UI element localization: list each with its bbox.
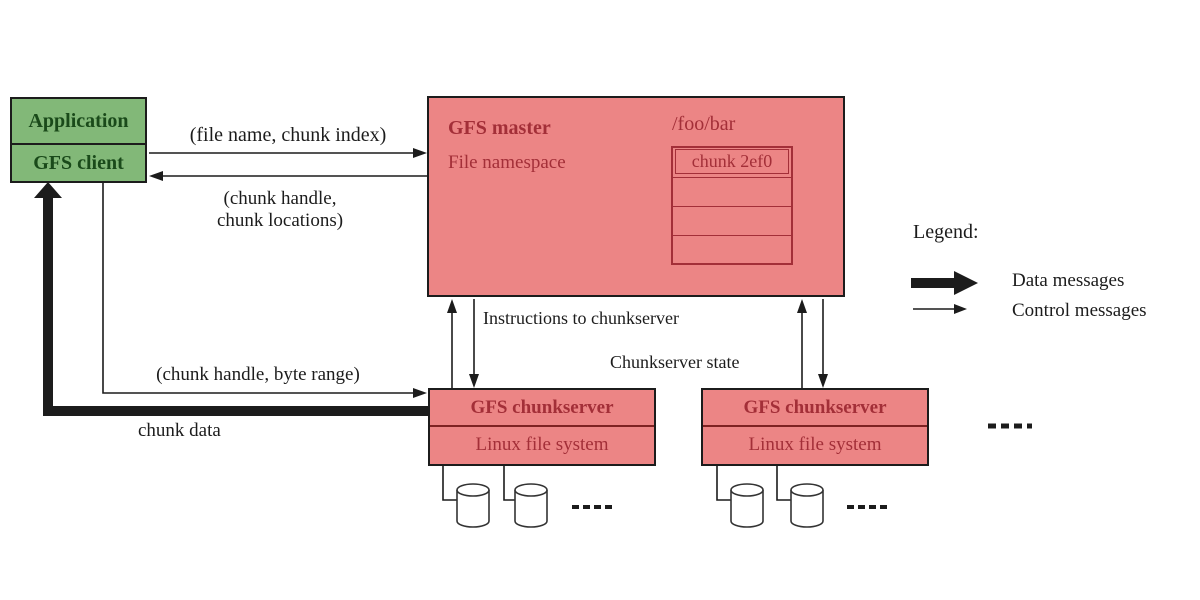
chunkserver-box-left: GFS chunkserver Linux file system — [428, 388, 656, 466]
request-edge-label: (file name, chunk index) — [189, 124, 387, 146]
chunk-2ef0-cell: chunk 2ef0 — [675, 149, 789, 174]
application-label: Application — [12, 99, 145, 145]
gfs-client-label: GFS client — [33, 151, 124, 174]
response-edge-label: (chunk handle, chunk locations) — [216, 188, 344, 231]
read-request-edge-label: (chunk handle, byte range) — [156, 364, 360, 385]
linux-fs-label: Linux file system — [475, 433, 609, 455]
chunk-table-row: chunk 2ef0 — [673, 149, 791, 178]
control-arrow-response — [149, 171, 427, 181]
control-arrow-request — [149, 148, 427, 158]
file-namespace-label: File namespace — [448, 152, 566, 173]
disk-cylinders-left — [456, 483, 548, 528]
chunk-table-row — [673, 207, 791, 236]
legend-data-arrow-icon — [911, 271, 978, 295]
master-chunkserver-arrows-right — [797, 299, 828, 388]
foo-bar-path-label: /foo/bar — [672, 113, 736, 135]
chunkserver-title: GFS chunkserver — [703, 390, 927, 427]
legend-title: Legend: — [913, 221, 979, 243]
instructions-edge-label: Instructions to chunkserver — [483, 308, 679, 328]
disk-cylinders-right — [730, 483, 824, 528]
gfs-master-title: GFS master — [448, 117, 551, 139]
chunkserver-title: GFS chunkserver — [430, 390, 654, 427]
master-chunkserver-arrows-left — [447, 299, 479, 388]
chunkserver-state-edge-label: Chunkserver state — [610, 352, 740, 372]
linux-fs-label: Linux file system — [748, 433, 882, 455]
disk-connectors-right — [716, 466, 791, 501]
legend-control-arrow-icon — [913, 304, 967, 314]
chunk-table-row — [673, 178, 791, 207]
disk-connectors-left — [442, 466, 515, 501]
chunk-table: chunk 2ef0 — [671, 146, 793, 265]
legend-data-messages-label: Data messages — [1012, 270, 1125, 291]
legend-control-messages-label: Control messages — [1012, 300, 1147, 321]
chunk-data-edge-label: chunk data — [138, 420, 221, 441]
gfs-client-box: Application GFS client — [10, 97, 147, 183]
chunkserver-box-right: GFS chunkserver Linux file system — [701, 388, 929, 466]
chunk-table-row — [673, 236, 791, 265]
